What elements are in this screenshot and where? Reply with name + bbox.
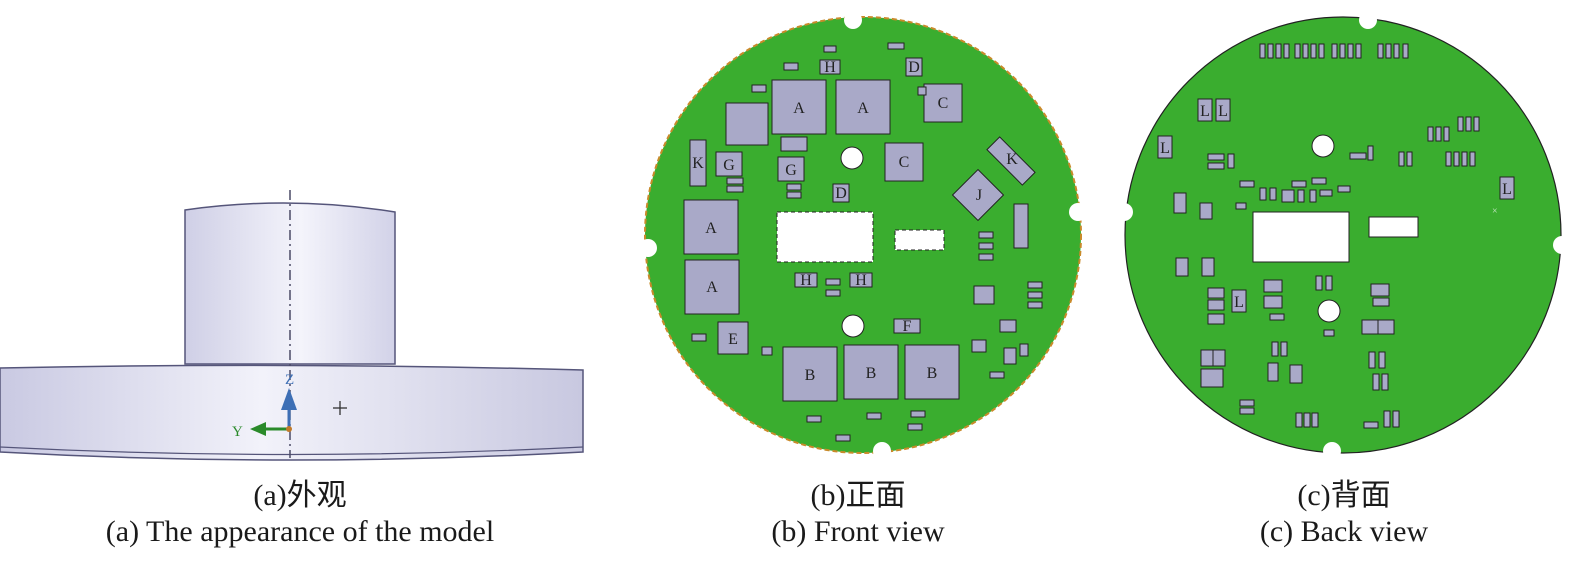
label-F: F bbox=[903, 318, 912, 335]
label-H: H bbox=[824, 59, 836, 76]
component-G bbox=[715, 151, 743, 177]
label-E: E bbox=[728, 331, 738, 348]
component-D bbox=[832, 183, 850, 203]
caption-c: (c)背面 (c) Back view bbox=[1110, 478, 1578, 550]
component-F bbox=[893, 318, 921, 334]
component-C bbox=[884, 142, 924, 182]
component-A bbox=[835, 79, 891, 135]
upper-cylinder bbox=[184, 202, 396, 365]
label-G: G bbox=[785, 162, 797, 179]
component-L bbox=[1231, 289, 1247, 313]
label-K: K bbox=[692, 155, 704, 172]
component-B bbox=[843, 344, 899, 400]
caption-b-en: (b) Front view bbox=[771, 515, 945, 548]
base-disc-edge bbox=[0, 446, 584, 456]
component-B bbox=[904, 344, 960, 400]
label-L: L bbox=[1200, 103, 1210, 120]
y-axis-label: Y bbox=[232, 424, 243, 440]
label-C: C bbox=[899, 154, 910, 171]
label-L: L bbox=[1218, 103, 1228, 120]
label-C: C bbox=[938, 95, 949, 112]
cutout bbox=[894, 229, 945, 251]
mount-hole bbox=[1311, 134, 1335, 158]
label-L: L bbox=[1234, 294, 1244, 311]
label-B: B bbox=[805, 367, 816, 384]
caption-a: (a)外观 (a) The appearance of the model bbox=[0, 478, 600, 550]
component-H bbox=[849, 272, 873, 288]
component-L bbox=[1499, 176, 1515, 200]
label-G: G bbox=[723, 157, 735, 174]
cutout bbox=[776, 211, 874, 263]
pcb-front: A A A A B B B C C D D E F G G H H H J K … bbox=[639, 11, 1087, 460]
panel-c-back-view: L L L L L × bbox=[1110, 0, 1578, 470]
base-disc bbox=[0, 364, 584, 461]
component-A bbox=[684, 259, 740, 315]
origin-dot bbox=[286, 426, 292, 432]
mount-hole bbox=[840, 146, 864, 170]
label-A: A bbox=[857, 100, 869, 117]
caption-a-cn: (a)外观 bbox=[253, 479, 347, 512]
component-F bbox=[780, 136, 808, 152]
label-A: A bbox=[706, 279, 718, 296]
cutout bbox=[1252, 211, 1350, 263]
caption-b-cn: (b)正面 bbox=[810, 479, 906, 512]
caption-c-en: (c) Back view bbox=[1259, 515, 1429, 548]
panel-b-front-view: A A A A B B B C C D D E F G G H H H J K … bbox=[628, 0, 1098, 470]
cutout bbox=[1368, 216, 1419, 238]
component-J bbox=[951, 168, 1005, 222]
z-axis-label: Z bbox=[285, 372, 294, 388]
caption-b: (b)正面 (b) Front view bbox=[628, 478, 1088, 550]
component-C bbox=[923, 83, 963, 123]
component-H bbox=[794, 272, 818, 288]
label-H: H bbox=[855, 272, 867, 289]
model-3d-view: Z Y bbox=[0, 190, 584, 461]
caption-a-en: (a) The appearance of the model bbox=[105, 515, 495, 548]
component-resistor bbox=[1013, 203, 1029, 249]
label-K: K bbox=[1006, 151, 1018, 168]
component-plain bbox=[725, 102, 769, 146]
component-K bbox=[986, 136, 1036, 186]
component-A bbox=[683, 199, 739, 255]
component-L bbox=[1215, 98, 1231, 122]
component-E bbox=[717, 321, 749, 355]
label-J: J bbox=[976, 187, 982, 204]
label-L: L bbox=[1160, 140, 1170, 157]
label-B: B bbox=[927, 365, 938, 382]
component-G bbox=[777, 156, 805, 182]
panel-a-model-appearance: Z Y bbox=[0, 0, 600, 480]
pcb-back: L L L L L × bbox=[1115, 11, 1571, 460]
label-A: A bbox=[793, 100, 805, 117]
component-H bbox=[819, 59, 841, 75]
mount-hole bbox=[841, 314, 865, 338]
label-A: A bbox=[705, 220, 717, 237]
label-D: D bbox=[908, 59, 920, 76]
label-B: B bbox=[866, 365, 877, 382]
component-D bbox=[905, 57, 923, 77]
component-K bbox=[689, 139, 707, 187]
mount-hole bbox=[1317, 299, 1341, 323]
caption-c-cn: (c)背面 bbox=[1297, 479, 1391, 512]
label-L: L bbox=[1502, 181, 1512, 198]
label-D: D bbox=[835, 185, 847, 202]
label-H: H bbox=[800, 272, 812, 289]
component-L bbox=[1197, 98, 1213, 122]
component-L bbox=[1157, 135, 1173, 159]
component-A bbox=[771, 79, 827, 135]
svg-text:×: × bbox=[1492, 206, 1498, 217]
component-B bbox=[782, 346, 838, 402]
